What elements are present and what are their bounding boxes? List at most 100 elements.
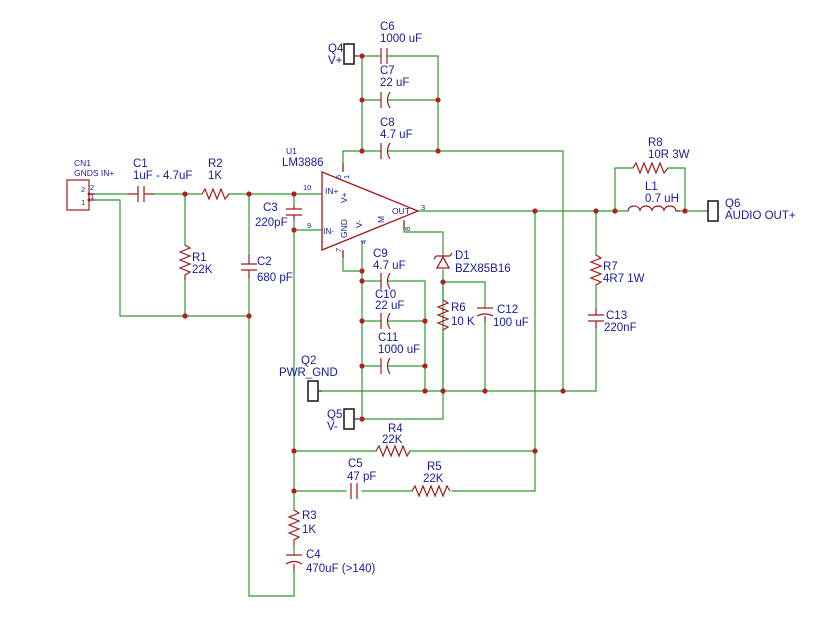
c7-value: 22 uF: [380, 77, 409, 89]
u1-pinnum-3: 3: [421, 203, 425, 212]
u1-pinnum-1: 1: [342, 175, 351, 179]
junction-dot: [532, 448, 538, 454]
u1-pin-m: M: [376, 216, 386, 223]
junction-dot: [359, 318, 365, 324]
r8-value: 10R 3W: [648, 149, 690, 161]
junction-dot: [359, 278, 365, 284]
terminal-q6: Q6 AUDIO OUT+: [707, 198, 796, 222]
r6-value: 10 K: [451, 316, 475, 328]
junctions: [182, 53, 688, 494]
c12-value: 100 uF: [493, 317, 529, 329]
c4-ref: C4: [306, 549, 321, 561]
junction-dot: [359, 363, 365, 369]
c3-value: 220pF: [255, 217, 288, 229]
junction-dot: [359, 416, 365, 422]
capacitor-c4: C4 470uF (>140): [285, 549, 376, 597]
r4-value: 22K: [382, 434, 403, 446]
junction-dot: [560, 388, 566, 394]
r4-ref: R4: [388, 423, 403, 435]
r5-ref: R5: [427, 461, 442, 473]
u1-pin-in-plus: IN+: [325, 186, 339, 196]
r7-value: 4R7 1W: [603, 273, 645, 285]
u1-ref: U1: [286, 146, 297, 156]
resistor-r6: R6 10 K: [436, 299, 475, 331]
c1-value: 1uF - 4.7uF: [133, 170, 192, 182]
u1-pin-vminus: V-: [354, 220, 364, 228]
q6-label: AUDIO OUT+: [725, 210, 796, 222]
u1-part: LM3886: [282, 157, 324, 169]
zener-d1: D1 BZX85B16: [433, 250, 511, 275]
c13-value: 220nF: [604, 322, 637, 334]
c2-ref: C2: [257, 256, 272, 268]
r2-ref: R2: [208, 158, 223, 170]
junction-dot: [422, 363, 428, 369]
capacitor-c1: C1 1uF - 4.7uF: [128, 158, 192, 202]
r6-ref: R6: [451, 302, 466, 314]
cn1-pin2-left: 2: [81, 185, 85, 194]
resistor-r1: R1 22K: [178, 244, 213, 280]
terminal-q2: Q2 PWR_GND: [279, 355, 338, 402]
resistor-r5: R5 22K: [411, 461, 451, 498]
connector-cn1: 2 1 2 1 CN1 GNDS IN+: [66, 158, 114, 211]
wires: [94, 55, 708, 597]
u1-pinnum-9: 9: [307, 221, 311, 230]
capacitor-c12: C12 100 uF: [476, 304, 529, 329]
opamp-u1: U1 LM3886 IN+ IN- OUT V+ GND V- M 10 9 5…: [282, 146, 425, 258]
capacitor-c3: C3 220pF: [255, 202, 302, 229]
capacitor-c10: C10 22 uF: [375, 289, 404, 330]
r5-value: 22K: [423, 473, 444, 485]
junction-dot: [246, 191, 252, 197]
c11-ref: C11: [378, 332, 398, 344]
c7-ref: C7: [380, 65, 395, 77]
resistor-r4: R4 22K: [375, 423, 411, 458]
q5-ref: Q5: [327, 409, 342, 421]
u1-pinnum-7: 7: [334, 248, 343, 252]
capacitor-c11: C11 1000 uF: [378, 332, 420, 375]
c10-ref: C10: [375, 289, 396, 301]
cn1-ref: CN1: [74, 158, 91, 168]
resistor-r8: R8 10R 3W: [632, 137, 690, 175]
c13-ref: C13: [606, 310, 627, 322]
c10-value: 22 uF: [375, 300, 404, 312]
cn1-label: GNDS IN+: [74, 168, 114, 178]
junction-dot: [482, 388, 488, 394]
l1-ref: L1: [645, 181, 658, 193]
r1-ref: R1: [192, 252, 207, 264]
capacitor-c13: C13 220nF: [588, 308, 637, 334]
junction-dot: [359, 53, 365, 59]
u1-pin-vplus: V+: [339, 192, 349, 203]
u1-pinnum-4: 4: [359, 240, 368, 244]
u1-pinnum-8: 8: [403, 227, 412, 231]
junction-dot: [359, 268, 365, 274]
junction-dot: [291, 191, 297, 197]
q6-ref: Q6: [725, 198, 740, 210]
junction-dot: [291, 448, 297, 454]
c12-ref: C12: [497, 304, 518, 316]
capacitor-c9: C9 4.7 uF: [373, 248, 406, 290]
c9-ref: C9: [373, 248, 388, 260]
u1-pin-in-minus: IN-: [323, 226, 335, 236]
r1-value: 22K: [192, 264, 213, 276]
terminal-q5: Q5 V-: [327, 408, 358, 433]
junction-dot: [246, 313, 252, 319]
l1-value: 0.7 uH: [645, 193, 679, 205]
inductor-l1: L1 0.7 uH: [627, 181, 680, 212]
c9-value: 4.7 uF: [373, 260, 406, 272]
capacitor-c6: C6 1000 uF: [380, 21, 422, 64]
junction-dot: [593, 208, 599, 214]
q2-label: PWR_GND: [279, 367, 338, 379]
junction-dot: [359, 148, 365, 154]
junction-dot: [291, 227, 297, 233]
c11-value: 1000 uF: [378, 344, 420, 356]
junction-dot: [182, 191, 188, 197]
r3-ref: R3: [302, 510, 317, 522]
c1-ref: C1: [133, 158, 148, 170]
cn1-pin1-left: 1: [81, 198, 85, 207]
u1-pinnum-5: 5: [334, 175, 343, 179]
q4-ref: Q4: [328, 43, 344, 55]
junction-dot: [682, 208, 688, 214]
junction-dot: [435, 97, 441, 103]
junction-dot: [612, 208, 618, 214]
c2-value: 680 pF: [257, 272, 293, 284]
